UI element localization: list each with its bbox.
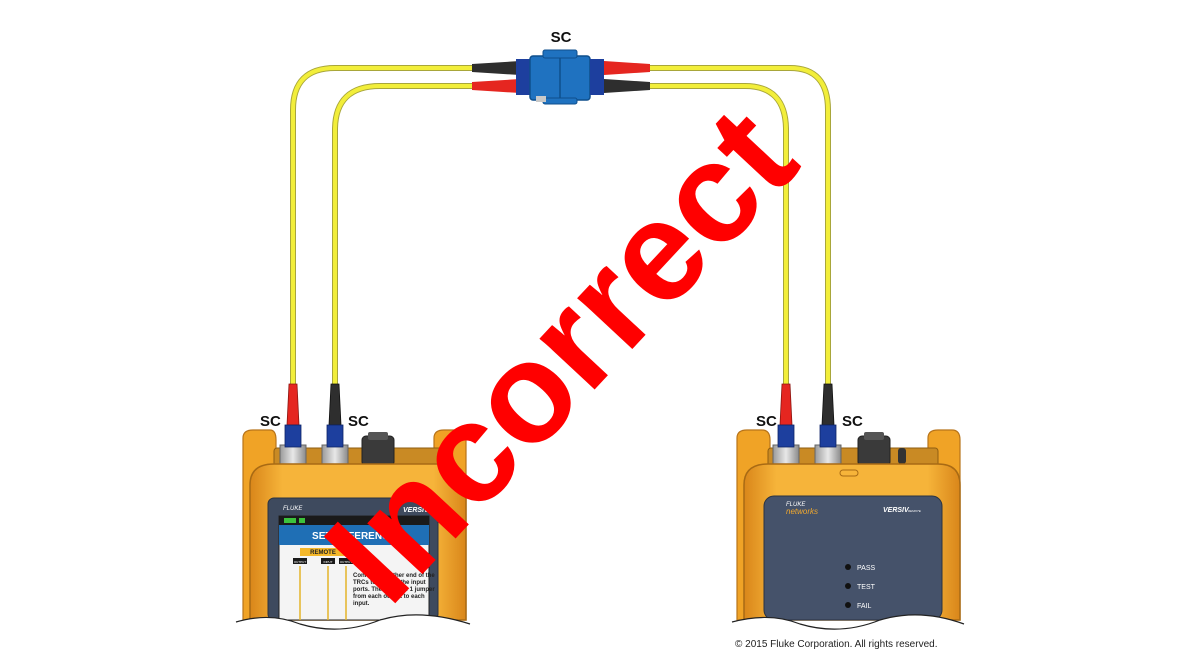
pass-label: PASS [857, 565, 875, 572]
remote-unit: FLUKE networks VERSIV REMOTE PASS TEST F… [736, 429, 961, 621]
remote-right-label: SC [842, 413, 863, 430]
main-remote-label: REMOTE [310, 550, 336, 556]
fiber-cable-2 [332, 83, 472, 385]
main-instruction-1: Connect the other end of the [353, 573, 435, 579]
sc-coupler [472, 49, 650, 105]
remote-model-suffix: REMOTE [908, 509, 922, 513]
main-brand-top: FLUKE [283, 506, 303, 512]
main-instruction-2: TRCs to each of the input [353, 580, 426, 586]
main-instruction-5: input. [353, 601, 370, 607]
remote-brand-bottom: networks [786, 507, 818, 516]
main-port-label-1: OUTPUT [294, 560, 307, 564]
fiber-cables [290, 65, 831, 385]
copyright-notice: © 2015 Fluke Corporation. All rights res… [735, 639, 938, 650]
main-port-label-3: OUTPUT [340, 560, 353, 564]
main-instruction-3: ports. There is now 1 jumper [353, 587, 435, 593]
fail-label: FAIL [857, 603, 872, 610]
torn-edge [236, 614, 470, 655]
main-instruction-4: from each output to each [353, 594, 425, 600]
main-screen-title: SET REFERENCE [312, 531, 396, 542]
pass-led [845, 564, 851, 570]
test-label: TEST [857, 584, 876, 591]
test-led [845, 583, 851, 589]
main-port-label-2: INPUT [324, 560, 333, 564]
remote-connectors [777, 383, 837, 448]
main-connectors [284, 383, 344, 448]
fiber-cable-1 [290, 65, 472, 385]
remote-left-label: SC [756, 413, 777, 430]
main-left-label: SC [260, 413, 281, 430]
main-right-label: SC [348, 413, 369, 430]
main-model: VERSIV [403, 507, 430, 514]
remote-model: VERSIV [883, 507, 910, 514]
coupler-label: SC [551, 29, 572, 46]
fail-led [845, 602, 851, 608]
remote-brand-top: FLUKE [786, 502, 806, 508]
main-unit: FLUKE VERSIV SET REFERENCE REMOTE OUTPUT… [242, 429, 467, 621]
